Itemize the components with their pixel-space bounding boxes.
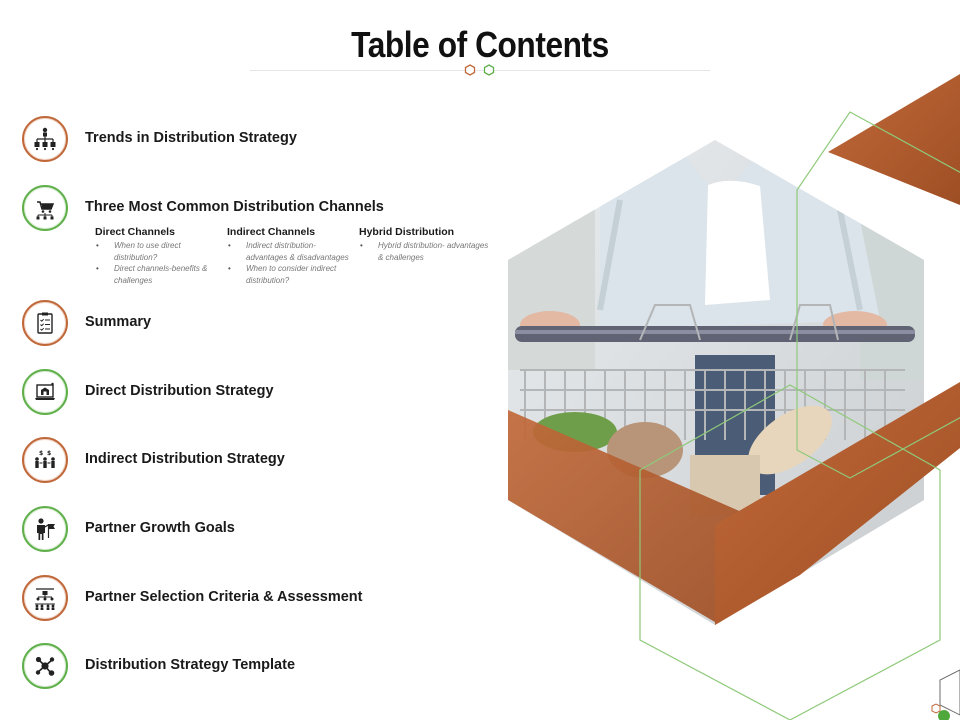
indirect-channels-block: Indirect Channels Indirect distribution-… (227, 226, 357, 286)
bullet-item: When to use direct distribution? (95, 240, 225, 263)
hybrid-distribution-block: Hybrid Distribution Hybrid distribution-… (359, 226, 489, 263)
toc-item-partner-selection[interactable]: Partner Selection Criteria & Assessment (22, 575, 492, 623)
accent-band (828, 74, 960, 205)
toc-item-partner-goals[interactable]: Partner Growth Goals (22, 506, 492, 554)
dot-accent (938, 710, 950, 720)
clipboard-checklist-icon (22, 300, 68, 346)
toc-item-label: Distribution Strategy Template (85, 657, 296, 673)
toc-item-label: Partner Selection Criteria & Assessment (85, 589, 363, 605)
toc-item-label: Three Most Common Distribution Channels (85, 199, 384, 215)
toc-item-trends[interactable]: Trends in Distribution Strategy (22, 116, 492, 164)
toc-item-summary[interactable]: Summary (22, 300, 492, 348)
bullet-item: Hybrid distribution- advantages & challe… (359, 240, 489, 263)
toc-item-indirect[interactable]: $ $ Indirect Distribution Strategy (22, 437, 492, 485)
network-nodes-icon (22, 643, 68, 689)
page-title: Table of Contents (351, 24, 609, 65)
toc-item-label: Direct Distribution Strategy (85, 383, 274, 399)
hexagon-icon (483, 64, 495, 76)
toc-item-template[interactable]: Distribution Strategy Template (22, 643, 492, 691)
toc-item-label: Partner Growth Goals (85, 520, 235, 536)
title-divider (250, 70, 710, 71)
org-chart-icon (22, 116, 68, 162)
sub-heading: Hybrid Distribution (359, 226, 455, 238)
toc-item-label: Summary (85, 314, 152, 330)
sub-heading: Direct Channels (95, 226, 175, 238)
people-money-icon: $ $ (22, 437, 68, 483)
shopping-cart-photo (508, 74, 960, 720)
laptop-store-icon (22, 369, 68, 415)
person-flag-icon (22, 506, 68, 552)
hexagon-outline (796, 111, 960, 479)
bullet-item: Direct channels-benefits & challenges (95, 263, 225, 286)
bullet-item: Indirect distribution- advantages & disa… (227, 240, 357, 263)
sub-heading: Indirect Channels (227, 226, 316, 238)
toc-item-label: Indirect Distribution Strategy (85, 451, 285, 467)
team-selection-icon (22, 575, 68, 621)
toc-item-label: Trends in Distribution Strategy (85, 130, 297, 146)
svg-text:$: $ (47, 450, 51, 457)
hexagon-icon (464, 64, 476, 76)
direct-channels-block: Direct Channels When to use direct distr… (95, 226, 225, 286)
hexagon-outline (639, 384, 941, 720)
svg-text:$: $ (39, 450, 43, 457)
cart-network-icon (22, 185, 68, 231)
bullet-item: When to consider indirect distribution? (227, 263, 357, 286)
accent-band (715, 382, 960, 625)
toc-item-channels[interactable]: Three Most Common Distribution Channels (22, 185, 492, 233)
toc-item-direct[interactable]: Direct Distribution Strategy (22, 369, 492, 417)
